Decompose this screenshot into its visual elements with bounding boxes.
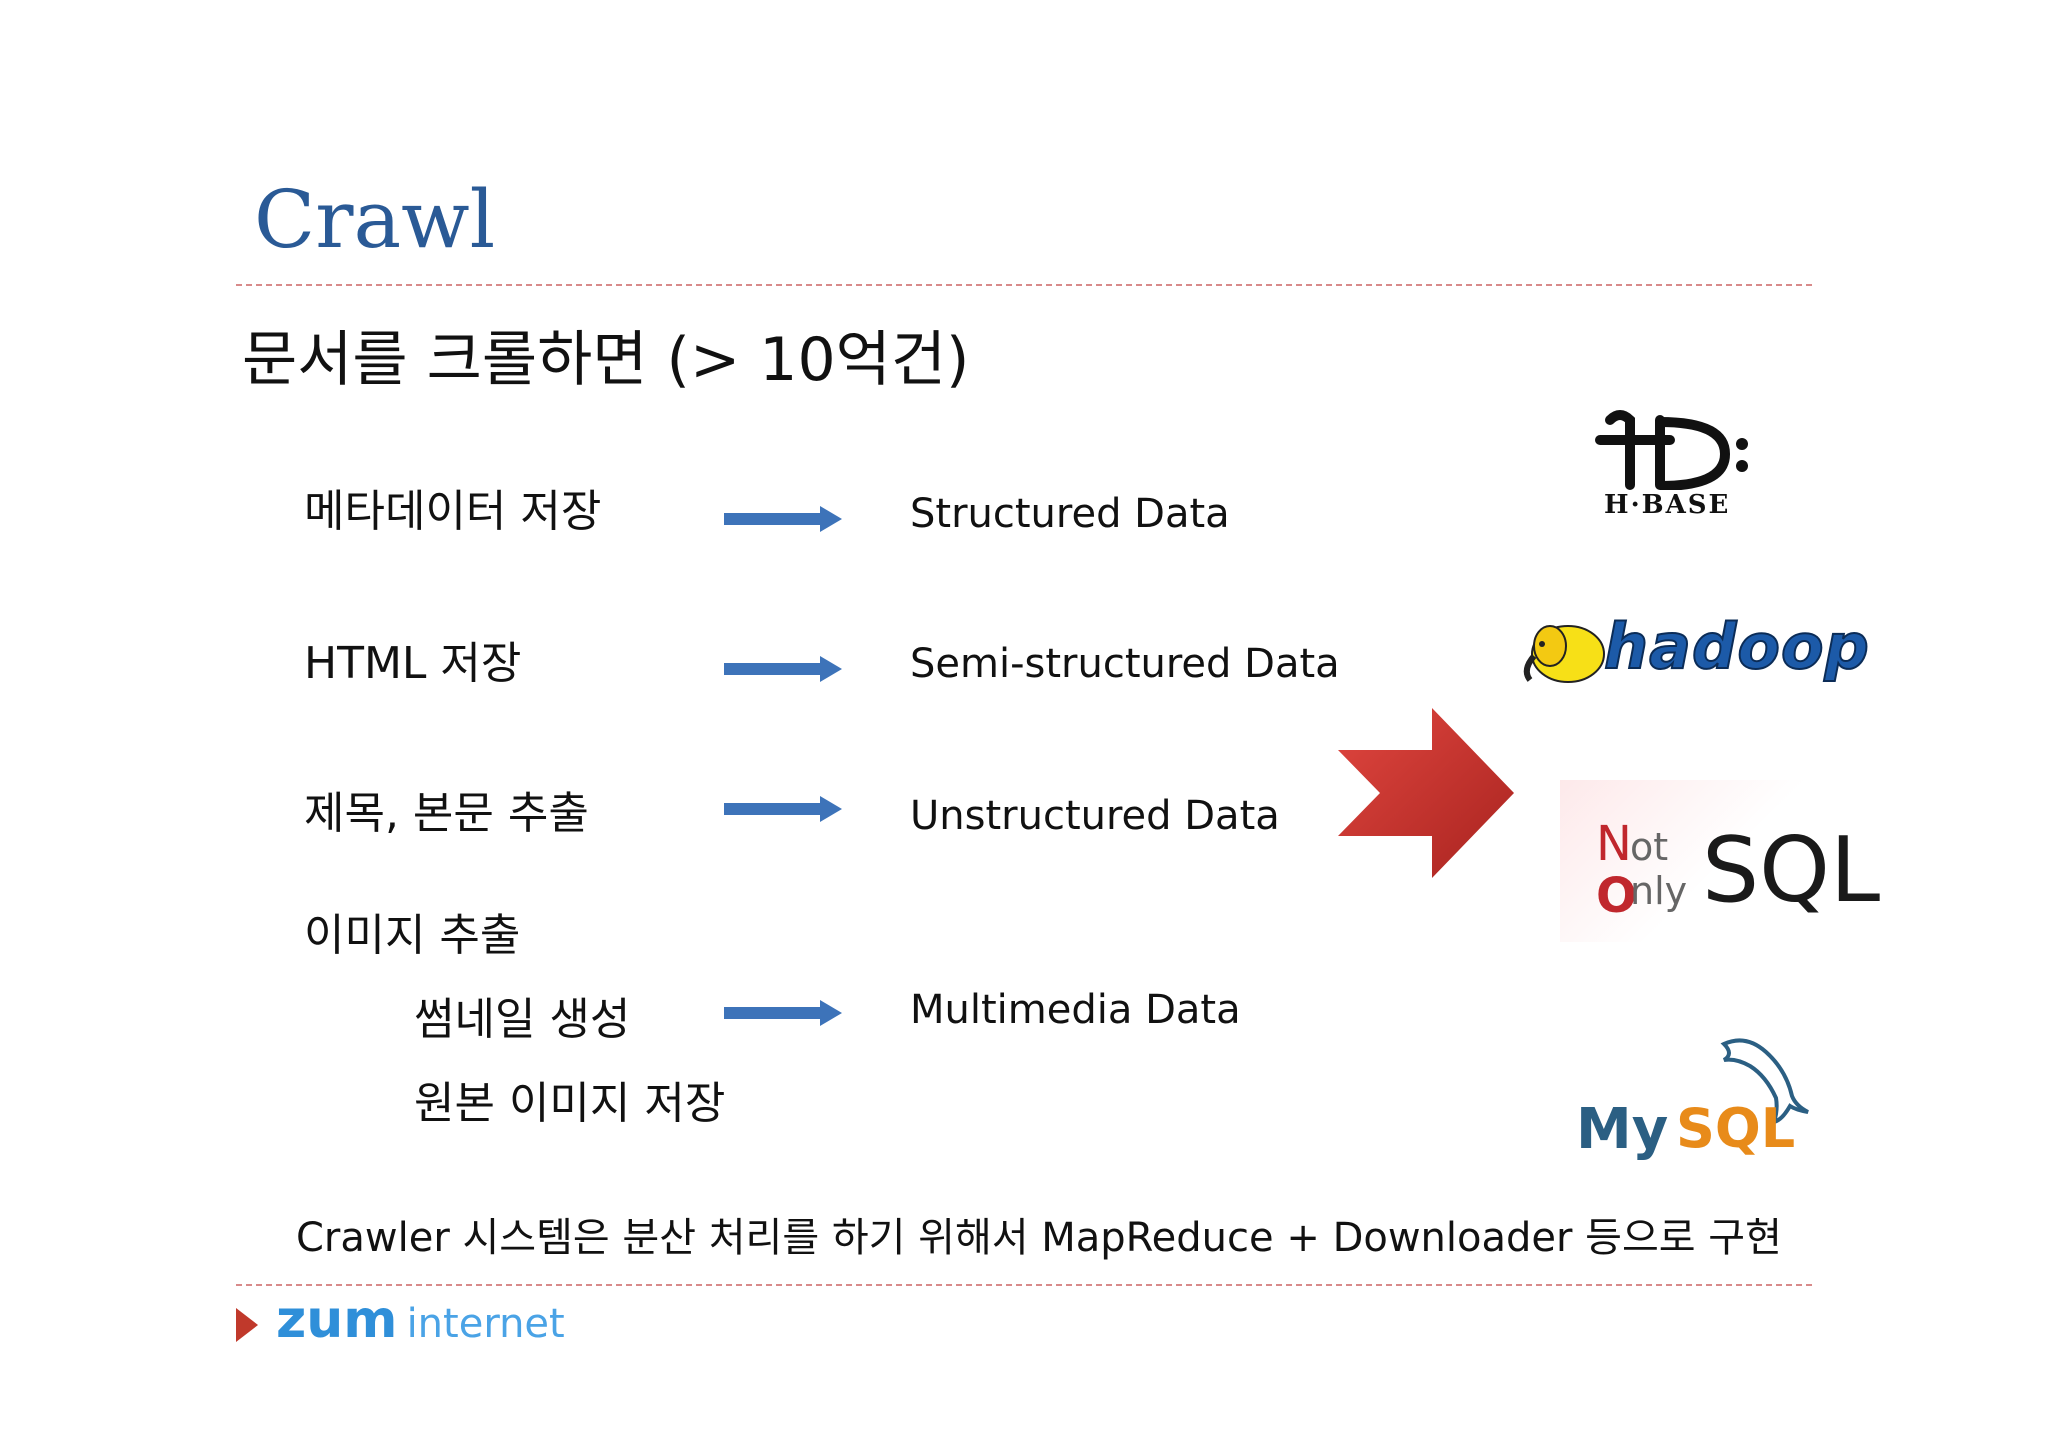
item-title-body: 제목, 본문 추출	[304, 788, 589, 839]
hbase-icon	[1595, 410, 1748, 491]
mysql-my: My	[1576, 1097, 1669, 1162]
zum-logo: zum internet	[276, 1294, 565, 1346]
arrow-icon	[724, 656, 842, 682]
internet-wordmark: internet	[406, 1301, 565, 1347]
slide-title: Crawl	[254, 173, 496, 266]
bottom-caption: Crawler 시스템은 분산 처리를 하기 위해서 MapReduce + D…	[296, 1215, 1782, 1261]
nosql-n: N	[1596, 816, 1632, 872]
footer-triangle-icon	[236, 1308, 258, 1342]
arrow-icon	[724, 506, 842, 532]
item-metadata: 메타데이터 저장	[304, 486, 602, 537]
data-structured: Structured Data	[910, 491, 1230, 537]
hadoop-wordmark: hadoop	[1603, 610, 1870, 683]
nosql-sql: SQL	[1702, 818, 1881, 923]
nosql-nly: nly	[1630, 869, 1688, 913]
data-semi-structured: Semi-structured Data	[910, 641, 1340, 687]
data-multimedia: Multimedia Data	[910, 987, 1241, 1033]
elephant-icon	[1523, 625, 1605, 683]
item-thumbnail: 썸네일 생성	[414, 994, 631, 1045]
slide-heading: 문서를 크롤하면 (> 10억건)	[242, 325, 970, 395]
big-arrow-icon	[1338, 708, 1514, 878]
arrow-icon	[724, 796, 842, 822]
dolphin-icon	[1720, 1038, 1809, 1125]
arrow-icon	[724, 1000, 842, 1026]
item-image-extract: 이미지 추출	[304, 910, 521, 961]
zum-wordmark: zum	[276, 1290, 398, 1350]
item-original-image: 원본 이미지 저장	[414, 1078, 726, 1129]
title-divider	[236, 284, 1812, 286]
footer-divider	[236, 1284, 1812, 1286]
mysql-logo: My SQL	[1576, 1036, 1816, 1166]
nosql-logo: N ot O nly SQL	[1560, 780, 1880, 942]
data-unstructured: Unstructured Data	[910, 793, 1280, 839]
nosql-ot: ot	[1630, 825, 1669, 869]
item-html: HTML 저장	[304, 638, 522, 689]
mysql-sql: SQL	[1676, 1097, 1796, 1160]
hbase-logo: H·BASE	[1580, 410, 1780, 530]
nosql-o: O	[1596, 868, 1637, 924]
hbase-label: H·BASE	[1604, 490, 1731, 520]
hadoop-logo: hadoop	[1520, 612, 1870, 696]
